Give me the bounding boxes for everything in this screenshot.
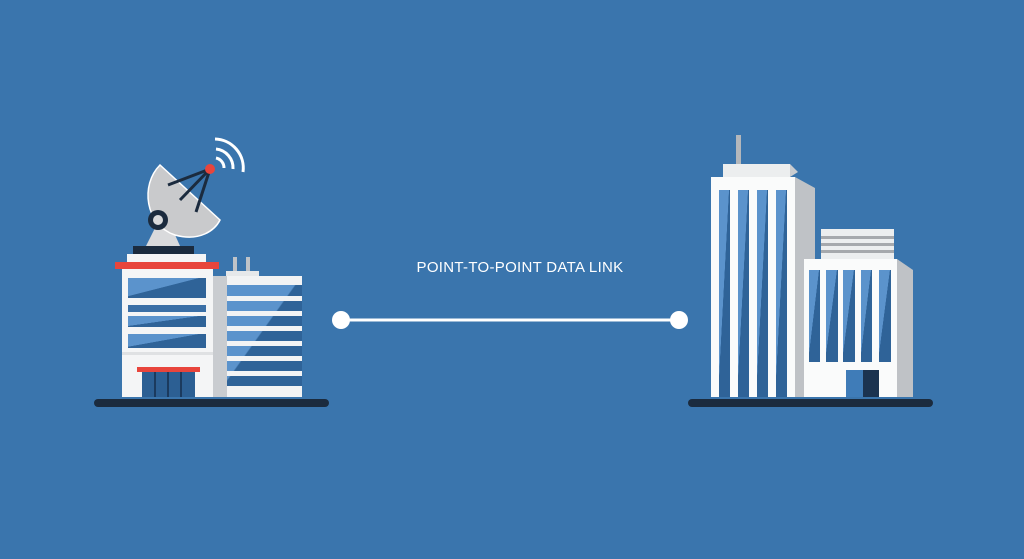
link-endpoint-right	[670, 311, 688, 329]
signal-waves-icon	[214, 137, 245, 173]
office-buildings	[688, 135, 933, 407]
link-endpoint-left	[332, 311, 350, 329]
door	[846, 370, 863, 397]
ground-right	[688, 399, 933, 407]
transmitter-building	[94, 137, 329, 407]
data-link-line	[332, 311, 688, 329]
satellite-dish-icon	[146, 163, 221, 246]
ground-left	[94, 399, 329, 407]
link-label: POINT-TO-POINT DATA LINK	[416, 259, 624, 276]
